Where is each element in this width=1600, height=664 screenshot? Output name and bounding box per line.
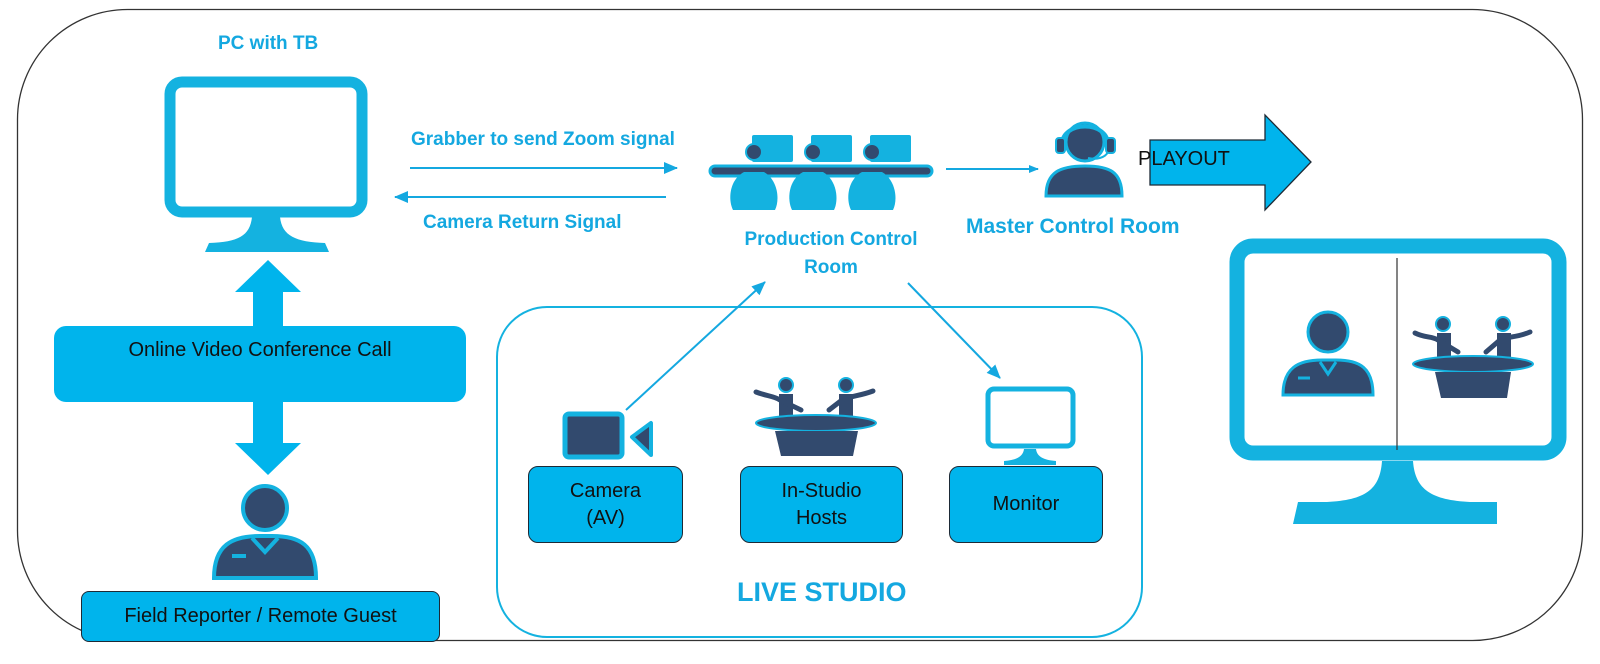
hosts-label-line1: In-Studio (781, 479, 862, 502)
output-split-screen-monitor-icon (1229, 238, 1567, 524)
camera-box: Camera (AV) (528, 466, 683, 543)
master-control-headset-icon (1044, 121, 1124, 198)
master-control-label: Master Control Room (966, 215, 1180, 238)
pc-monitor-icon (164, 76, 368, 252)
hosts-label-line2: Hosts (795, 506, 848, 529)
camera-return-label: Camera Return Signal (423, 212, 622, 233)
pc-label: PC with TB (218, 33, 319, 54)
playout-label: PLAYOUT (1138, 148, 1230, 170)
video-camera-icon (562, 411, 653, 460)
production-control-operators-icon (708, 135, 934, 210)
video-conference-box: Online Video Conference Call (54, 326, 466, 402)
field-reporter-label: Field Reporter / Remote Guest (124, 605, 397, 627)
live-studio-label: LIVE STUDIO (737, 577, 907, 607)
hosts-box: In-Studio Hosts (740, 466, 903, 543)
production-control-label: Production Control Room (726, 226, 936, 282)
bidirectional-arrow-icon (235, 260, 301, 475)
production-control-label-line1: Production Control (744, 229, 918, 250)
studio-monitor-icon (985, 386, 1076, 465)
grabber-signal-label: Grabber to send Zoom signal (411, 129, 675, 150)
field-reporter-person-icon (211, 484, 319, 580)
camera-label-line1: Camera (569, 479, 642, 502)
in-studio-hosts-icon (753, 377, 877, 456)
camera-to-production-arrow (625, 281, 766, 411)
production-control-label-line2: Room (804, 257, 858, 278)
video-conference-label: Online Video Conference Call (128, 339, 392, 361)
live-studio-frame (496, 306, 1143, 638)
playout-arrow-icon (1149, 113, 1312, 212)
camera-label-line2: (AV) (586, 506, 625, 529)
monitor-label: Monitor (992, 493, 1060, 515)
monitor-box: Monitor (949, 466, 1103, 543)
field-reporter-box: Field Reporter / Remote Guest (81, 591, 440, 642)
production-to-monitor-arrow (907, 282, 1001, 379)
